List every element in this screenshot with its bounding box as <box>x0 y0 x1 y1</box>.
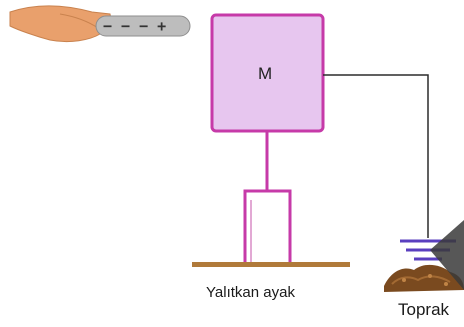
soil-pile <box>384 264 464 292</box>
rod-charges-text: − − − + <box>103 17 166 35</box>
insulating-stand <box>243 189 292 262</box>
table-surface <box>192 262 350 267</box>
body-label: M <box>258 64 273 83</box>
insulating-stand-label: Yalıtkan ayak <box>206 284 295 301</box>
ground-wire <box>323 74 429 238</box>
page-corner-shadow <box>430 220 464 290</box>
ground-label: Toprak <box>398 300 450 319</box>
hand-icon <box>9 5 113 43</box>
charged-rod <box>95 15 191 37</box>
hand-with-rod: − − − + <box>9 5 191 43</box>
